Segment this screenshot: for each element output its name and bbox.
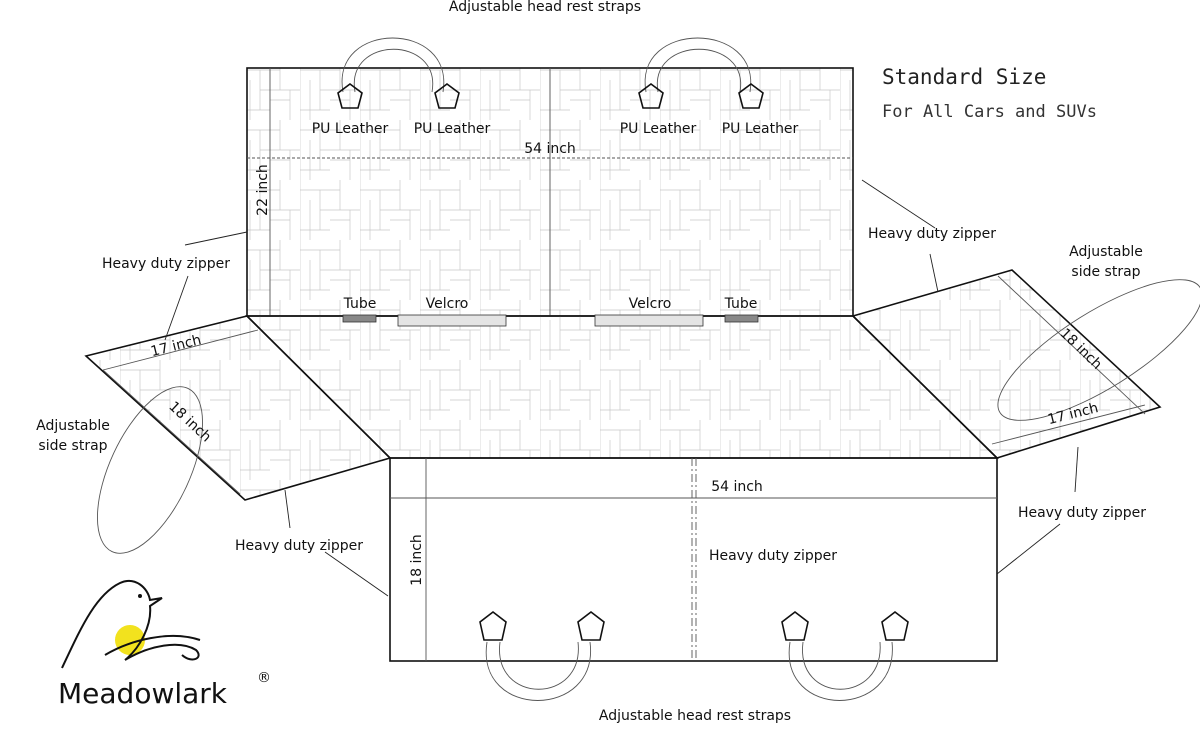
zipper-center-label: Heavy duty zipper [709, 548, 837, 564]
right-strap-label-1: Adjustable [1069, 244, 1143, 260]
bird-icon [61, 580, 201, 669]
top-head-rest-straps [337, 37, 764, 109]
top-width-label: 54 inch [524, 141, 576, 157]
tube-strip-left [342, 314, 377, 323]
right-strap-label-2: side strap [1071, 264, 1140, 280]
pu-leather-label-3: PU Leather [620, 121, 697, 137]
pu-leather-label-4: PU Leather [722, 121, 799, 137]
subtitle: For All Cars and SUVs [882, 102, 1097, 122]
zipper-left-top-label: Heavy duty zipper [102, 256, 230, 272]
pu-leather-label-1: PU Leather [312, 121, 389, 137]
bottom-straps-label: Adjustable head rest straps [599, 708, 791, 724]
right-side-flap [851, 269, 1162, 459]
zipper-right-top-label: Heavy duty zipper [868, 226, 996, 242]
back-panel [246, 67, 854, 317]
top-height-label: 22 inch [255, 164, 271, 216]
title: Standard Size [882, 65, 1046, 89]
left-strap-label-1: Adjustable [36, 418, 110, 434]
right-side-strap [997, 279, 1200, 421]
leader-lines [164, 179, 1079, 597]
bottom-head-rest-straps [479, 610, 909, 701]
pu-leather-label-2: PU Leather [414, 121, 491, 137]
zipper-right-bottom-label: Heavy duty zipper [1018, 505, 1146, 521]
velcro-left-label: Velcro [426, 296, 469, 312]
velcro-strip-right [594, 314, 704, 327]
bottom-width-label: 54 inch [711, 479, 763, 495]
tube-right-label: Tube [724, 296, 758, 312]
top-straps-label: Adjustable head rest straps [449, 0, 641, 15]
registered-mark: ® [257, 670, 271, 686]
zipper-left-bottom-label: Heavy duty zipper [235, 538, 363, 554]
tube-strip-right [724, 314, 759, 323]
meadowlark-logo: Meadowlark ® [58, 580, 271, 710]
velcro-right-label: Velcro [629, 296, 672, 312]
left-side-strap [97, 386, 203, 554]
left-strap-label-2: side strap [38, 438, 107, 454]
brand-name: Meadowlark [58, 677, 228, 710]
left-side-flap [84, 315, 392, 501]
front-panel [389, 457, 998, 662]
bottom-height-label: 18 inch [409, 534, 425, 586]
velcro-strip-left [397, 314, 507, 327]
tube-left-label: Tube [343, 296, 377, 312]
